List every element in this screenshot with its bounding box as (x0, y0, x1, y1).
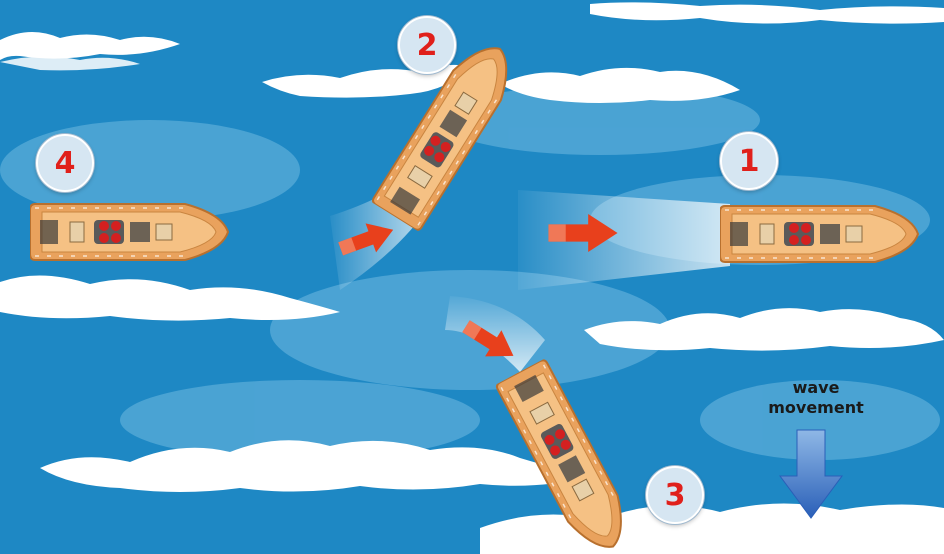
wave-movement-label: wave movement (756, 378, 876, 418)
wave-label-line2: movement (756, 398, 876, 418)
step-badge-2: 2 (398, 16, 456, 74)
boat-1 (720, 206, 918, 262)
badge-1-label: 1 (739, 144, 760, 179)
badge-3-label: 3 (665, 478, 686, 513)
wave-label-line1: wave (756, 378, 876, 398)
step-badge-3: 3 (646, 466, 704, 524)
step-badge-4: 4 (36, 134, 94, 192)
badge-4-label: 4 (55, 146, 76, 181)
boat-4 (30, 204, 228, 260)
badge-2-label: 2 (417, 28, 438, 63)
step-badge-1: 1 (720, 132, 778, 190)
